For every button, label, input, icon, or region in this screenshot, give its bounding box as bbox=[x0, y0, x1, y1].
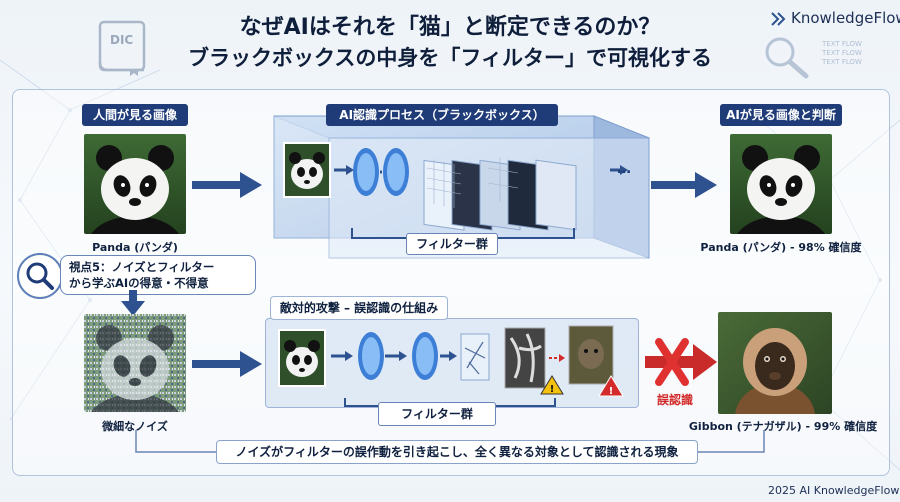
arrow-down bbox=[121, 290, 145, 316]
gibbon-caption: Gibbon (テナガザル) - 99% 確信度 bbox=[688, 420, 878, 433]
viewpoint-line1: 視点5：ノイズとフィルター bbox=[69, 260, 215, 274]
ai-view-label: AIが見る画像と判断 bbox=[720, 104, 842, 126]
arrow-to-process bbox=[192, 172, 262, 198]
svg-text:!: ! bbox=[609, 386, 614, 397]
book-icon bbox=[98, 20, 146, 76]
svg-text:!: ! bbox=[550, 384, 555, 395]
panda-input-caption: Panda (パンダ) bbox=[92, 241, 178, 254]
gibbon-image bbox=[718, 312, 832, 414]
human-view-label: 人間が見る画像 bbox=[82, 104, 188, 126]
arrow-to-result bbox=[651, 172, 717, 198]
noisy-panda-image bbox=[84, 314, 186, 412]
logo-icon bbox=[771, 12, 786, 26]
page-title: なぜAIはそれを「猫」と断定できるのか？ bbox=[239, 15, 661, 40]
page-subtitle: ブラックボックスの中身を「フィルター」で可視化する bbox=[188, 46, 712, 70]
camera-lens-icon bbox=[353, 148, 409, 196]
panda-input-image bbox=[84, 134, 186, 234]
filter-group-top: フィルター群 bbox=[406, 233, 498, 255]
adversarial-label: 敵対的攻撃 – 誤認識の仕組み bbox=[270, 296, 448, 320]
black-box-process bbox=[273, 115, 650, 259]
misrecognition-label: 誤認識 bbox=[657, 393, 694, 407]
filter-group-bottom: フィルター群 bbox=[378, 402, 496, 426]
panda-result-caption: Panda (パンダ) - 98% 確信度 bbox=[700, 241, 862, 254]
adversarial-flow: ! ! bbox=[278, 325, 624, 407]
process-label: AI認識プロセス（ブラックボックス） bbox=[326, 104, 558, 126]
bottom-banner: ノイズがフィルターの誤作動を引き起こし、全く異なる対象として認識される現象 bbox=[216, 440, 698, 464]
arrow-to-attack bbox=[192, 351, 262, 377]
magnifier-icon bbox=[765, 37, 809, 79]
noise-caption: 微細なノイズ bbox=[102, 420, 168, 433]
misrecognition-arrow bbox=[645, 338, 717, 386]
panda-result-image bbox=[730, 134, 832, 234]
footer: 2025 AI KnowledgeFlow bbox=[768, 484, 900, 497]
dic-label: DIC bbox=[110, 33, 134, 47]
viewpoint-bubble: 視点5：ノイズとフィルター から学ぶAIの得意・不得意 bbox=[60, 255, 256, 295]
filter-ellipsis: … bbox=[617, 161, 631, 177]
logo: KnowledgeFlow bbox=[791, 9, 900, 27]
search-icon bbox=[17, 253, 63, 299]
warning-icon: ! ! bbox=[540, 375, 624, 397]
cross-icon bbox=[655, 338, 689, 386]
watermark: TEXT FLOW TEXT FLOW TEXT FLOW bbox=[822, 40, 862, 66]
viewpoint-line2: から学ぶAIの得意・不得意 bbox=[69, 276, 209, 290]
